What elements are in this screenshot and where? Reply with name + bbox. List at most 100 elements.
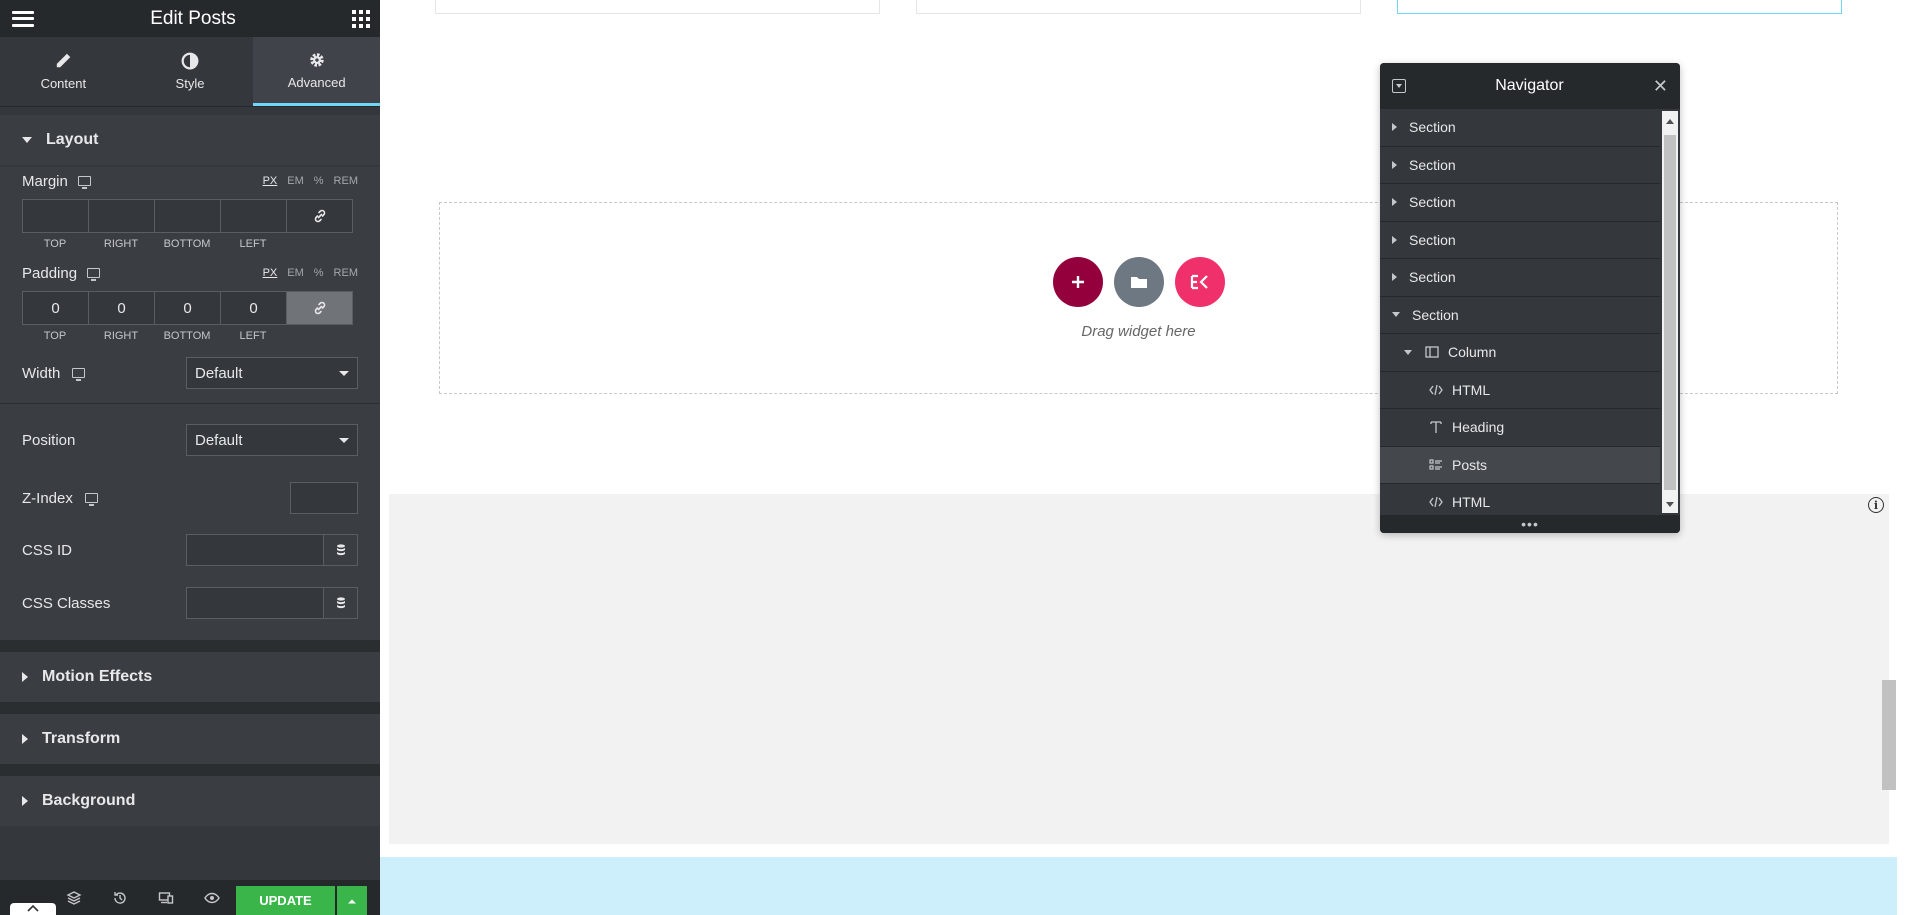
scroll-thumb[interactable] <box>1664 135 1676 490</box>
scroll-up-arrow[interactable] <box>1666 119 1674 124</box>
margin-top-input[interactable] <box>22 199 88 233</box>
caret-down-icon[interactable] <box>1392 312 1400 318</box>
css-classes-label: CSS Classes <box>22 594 111 612</box>
column-box-selected[interactable] <box>1397 0 1842 14</box>
navigator-item-section[interactable]: Section <box>1380 109 1660 147</box>
unit-rem[interactable]: REM <box>333 267 358 279</box>
padding-left-input[interactable] <box>220 291 286 325</box>
padding-bottom-input[interactable] <box>154 291 220 325</box>
unit-em[interactable]: EM <box>287 267 304 279</box>
margin-left-input[interactable] <box>220 199 286 233</box>
column-box[interactable] <box>916 0 1361 14</box>
css-id-label: CSS ID <box>22 541 73 559</box>
navigator-item-posts[interactable]: Posts <box>1380 446 1660 484</box>
navigator-item-section[interactable]: Section <box>1380 147 1660 184</box>
position-select[interactable]: Default <box>186 424 358 456</box>
desktop-icon[interactable] <box>77 176 91 189</box>
motion-effects-section-toggle[interactable]: Motion Effects <box>0 652 380 702</box>
navigator-button[interactable] <box>64 888 84 908</box>
navigator-resize-handle[interactable]: ••• <box>1380 515 1680 533</box>
dynamic-tags-button[interactable] <box>324 534 358 566</box>
navigator-item-column[interactable]: Column <box>1380 334 1660 372</box>
unit-rem[interactable]: REM <box>333 175 358 187</box>
caret-right-icon[interactable] <box>1392 273 1397 282</box>
desktop-icon[interactable] <box>87 268 101 281</box>
caret-right-icon[interactable] <box>1392 235 1397 244</box>
page-scrollbar[interactable] <box>1882 680 1896 790</box>
add-section-button[interactable] <box>1052 256 1103 307</box>
menu-icon[interactable] <box>12 10 34 27</box>
caret-right-icon[interactable] <box>1392 198 1397 207</box>
info-icon[interactable]: i <box>1868 497 1884 513</box>
drop-zone-text: Drag widget here <box>1081 322 1196 340</box>
unit-em[interactable]: EM <box>287 175 304 187</box>
responsive-mode-button[interactable] <box>156 888 176 908</box>
z-index-input[interactable] <box>290 482 358 514</box>
unit-px[interactable]: PX <box>262 267 278 279</box>
width-select[interactable]: Default <box>186 357 358 389</box>
close-icon[interactable]: ✕ <box>1652 76 1668 96</box>
navigator-item-section[interactable]: Section <box>1380 297 1660 334</box>
navigator-item-section[interactable]: Section <box>1380 259 1660 297</box>
preview-button[interactable] <box>202 888 222 908</box>
add-template-button[interactable] <box>1113 256 1164 307</box>
blue-section[interactable] <box>380 857 1897 915</box>
css-classes-input[interactable] <box>186 587 324 619</box>
padding-top-input[interactable] <box>22 291 88 325</box>
dynamic-tags-button[interactable] <box>324 587 358 619</box>
navigator-header[interactable]: Navigator ✕ <box>1380 63 1680 109</box>
navigator-item-section[interactable]: Section <box>1380 184 1660 222</box>
posts-icon <box>1428 457 1444 473</box>
width-value: Default <box>195 364 243 382</box>
tab-content[interactable]: Content <box>0 37 127 106</box>
unit-percent[interactable]: % <box>313 267 324 279</box>
desktop-icon[interactable] <box>72 368 86 381</box>
navigator-item-html[interactable]: HTML <box>1380 484 1660 515</box>
collapse-all-icon[interactable] <box>1392 79 1406 93</box>
tab-advanced[interactable]: Advanced <box>253 37 380 106</box>
navigator-item-heading[interactable]: Heading <box>1380 409 1660 447</box>
divider <box>0 403 380 404</box>
add-section-dropzone[interactable]: Drag widget here <box>439 202 1838 394</box>
chevron-up-icon <box>27 904 39 912</box>
gray-section[interactable] <box>389 494 1889 844</box>
caret-down-icon <box>22 137 32 143</box>
padding-link-button[interactable] <box>286 291 353 325</box>
tab-style-label: Style <box>175 76 205 91</box>
padding-label: Padding <box>22 264 78 282</box>
devices-icon <box>158 891 174 904</box>
unit-px[interactable]: PX <box>262 175 278 187</box>
desktop-icon[interactable] <box>84 493 98 506</box>
column-box[interactable] <box>435 0 880 14</box>
history-button[interactable] <box>110 888 130 908</box>
navigator-item-html[interactable]: HTML <box>1380 372 1660 409</box>
css-id-input[interactable] <box>186 534 324 566</box>
eye-icon <box>204 892 220 903</box>
plus-icon <box>1071 275 1084 288</box>
widgets-grid-icon[interactable] <box>352 9 370 28</box>
margin-bottom-input[interactable] <box>154 199 220 233</box>
caret-right-icon[interactable] <box>1392 123 1397 132</box>
padding-right-input[interactable] <box>88 291 154 325</box>
layout-section-toggle[interactable]: Layout <box>0 115 380 165</box>
caret-down-icon[interactable] <box>1404 349 1412 355</box>
navigator-scrollbar[interactable] <box>1662 111 1678 513</box>
unit-percent[interactable]: % <box>313 175 324 187</box>
caret-right-icon <box>22 734 28 744</box>
tab-style[interactable]: Style <box>127 37 254 106</box>
navigator-item-label: Section <box>1412 306 1459 323</box>
elementor-kit-button[interactable] <box>1174 256 1225 307</box>
save-options-button[interactable] <box>337 886 367 915</box>
margin-link-button[interactable] <box>286 199 353 233</box>
caret-right-icon[interactable] <box>1392 160 1397 169</box>
heading-icon <box>1428 419 1444 435</box>
transform-section-toggle[interactable]: Transform <box>0 714 380 764</box>
footer-expand-tab[interactable] <box>10 903 56 915</box>
update-button[interactable]: UPDATE <box>236 886 335 915</box>
margin-inputs <box>22 199 358 233</box>
navigator-item-section[interactable]: Section <box>1380 222 1660 259</box>
background-section-toggle[interactable]: Background <box>0 776 380 826</box>
margin-right-input[interactable] <box>88 199 154 233</box>
scroll-down-arrow[interactable] <box>1666 502 1674 507</box>
